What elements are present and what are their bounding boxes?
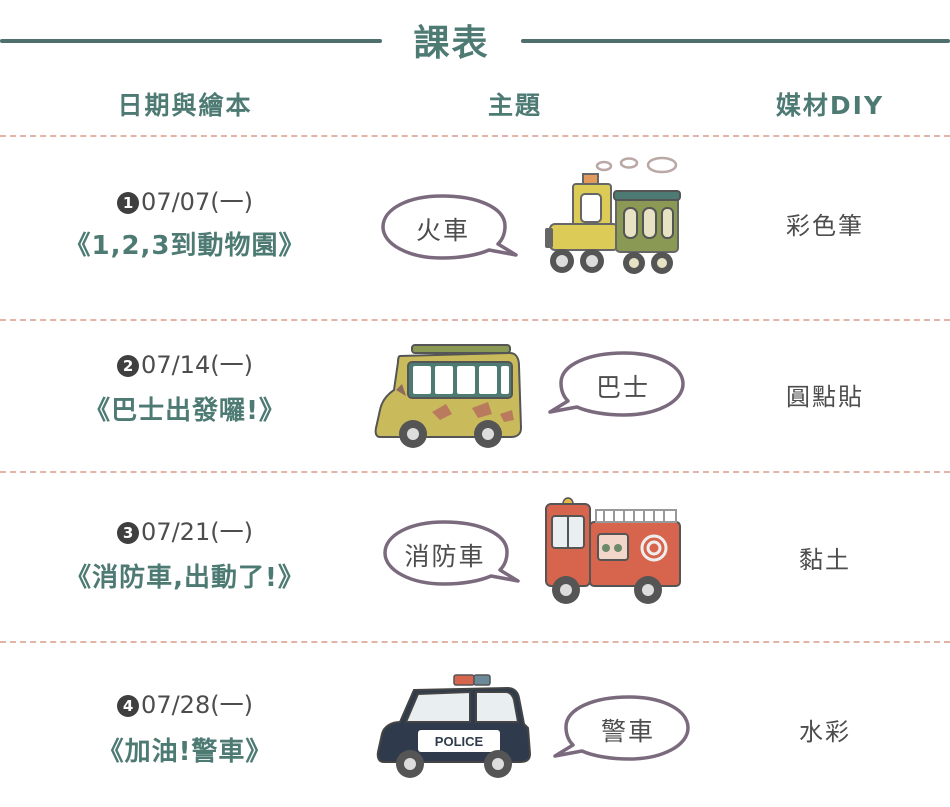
- date-text: 07/07(一): [141, 188, 253, 216]
- number-badge: 1: [117, 192, 140, 214]
- number-badge: 3: [117, 522, 140, 544]
- media-label: 圓點貼: [786, 383, 864, 411]
- theme-label: 火車: [415, 216, 470, 245]
- theme-label: 警車: [600, 717, 655, 746]
- title-line-left: [0, 39, 382, 43]
- number-badge: 4: [117, 695, 140, 717]
- bus-icon: [372, 342, 524, 448]
- date-text: 07/28(一): [141, 691, 253, 719]
- speech-bubble: 消防車: [382, 519, 520, 587]
- speech-bubble: 火車: [380, 193, 518, 261]
- theme-label: 消防車: [404, 542, 486, 571]
- book-title: 《消防車,出動了!》: [65, 563, 305, 593]
- theme-label: 巴士: [595, 373, 650, 402]
- page-title: 課表: [413, 23, 490, 64]
- divider: [0, 135, 950, 137]
- book-title: 《1,2,3到動物園》: [64, 231, 306, 261]
- fire-truck-icon: [536, 492, 684, 612]
- number-badge: 2: [117, 355, 140, 377]
- divider: [0, 319, 950, 321]
- book-title: 《巴士出發囉!》: [84, 396, 286, 426]
- police-text: POLICE: [435, 734, 484, 749]
- train-icon: [540, 156, 685, 281]
- media-label: 水彩: [799, 718, 851, 746]
- header-media: 媒材DIY: [775, 91, 885, 120]
- title-bar: 課表: [0, 0, 950, 85]
- divider: [0, 471, 950, 473]
- book-title: 《加油!警車》: [97, 737, 273, 767]
- header-theme: 主題: [487, 91, 542, 120]
- date-text: 07/14(一): [141, 351, 253, 379]
- media-label: 彩色筆: [786, 212, 864, 240]
- header-date-book: 日期與繪本: [117, 91, 253, 120]
- speech-bubble: 巴士: [548, 350, 686, 418]
- police-car-icon: POLICE: [374, 672, 534, 780]
- media-label: 黏土: [799, 546, 851, 574]
- title-line-right: [521, 39, 950, 43]
- divider: [0, 641, 950, 643]
- speech-bubble: 警車: [553, 694, 691, 762]
- date-text: 07/21(一): [141, 518, 253, 546]
